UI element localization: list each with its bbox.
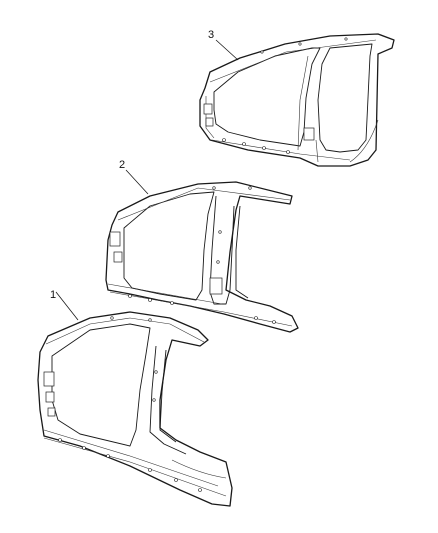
callout-3: 3 [208, 29, 214, 41]
part-3-inner-panel [199, 33, 395, 167]
part-2-reinforcement-panel [105, 181, 299, 333]
leader-line-1 [55, 291, 79, 321]
leader-line-2 [125, 169, 149, 195]
leader-line-3 [215, 39, 239, 61]
callout-1: 1 [50, 289, 56, 301]
callout-2: 2 [119, 159, 125, 171]
part-1-outer-panel [37, 311, 233, 507]
